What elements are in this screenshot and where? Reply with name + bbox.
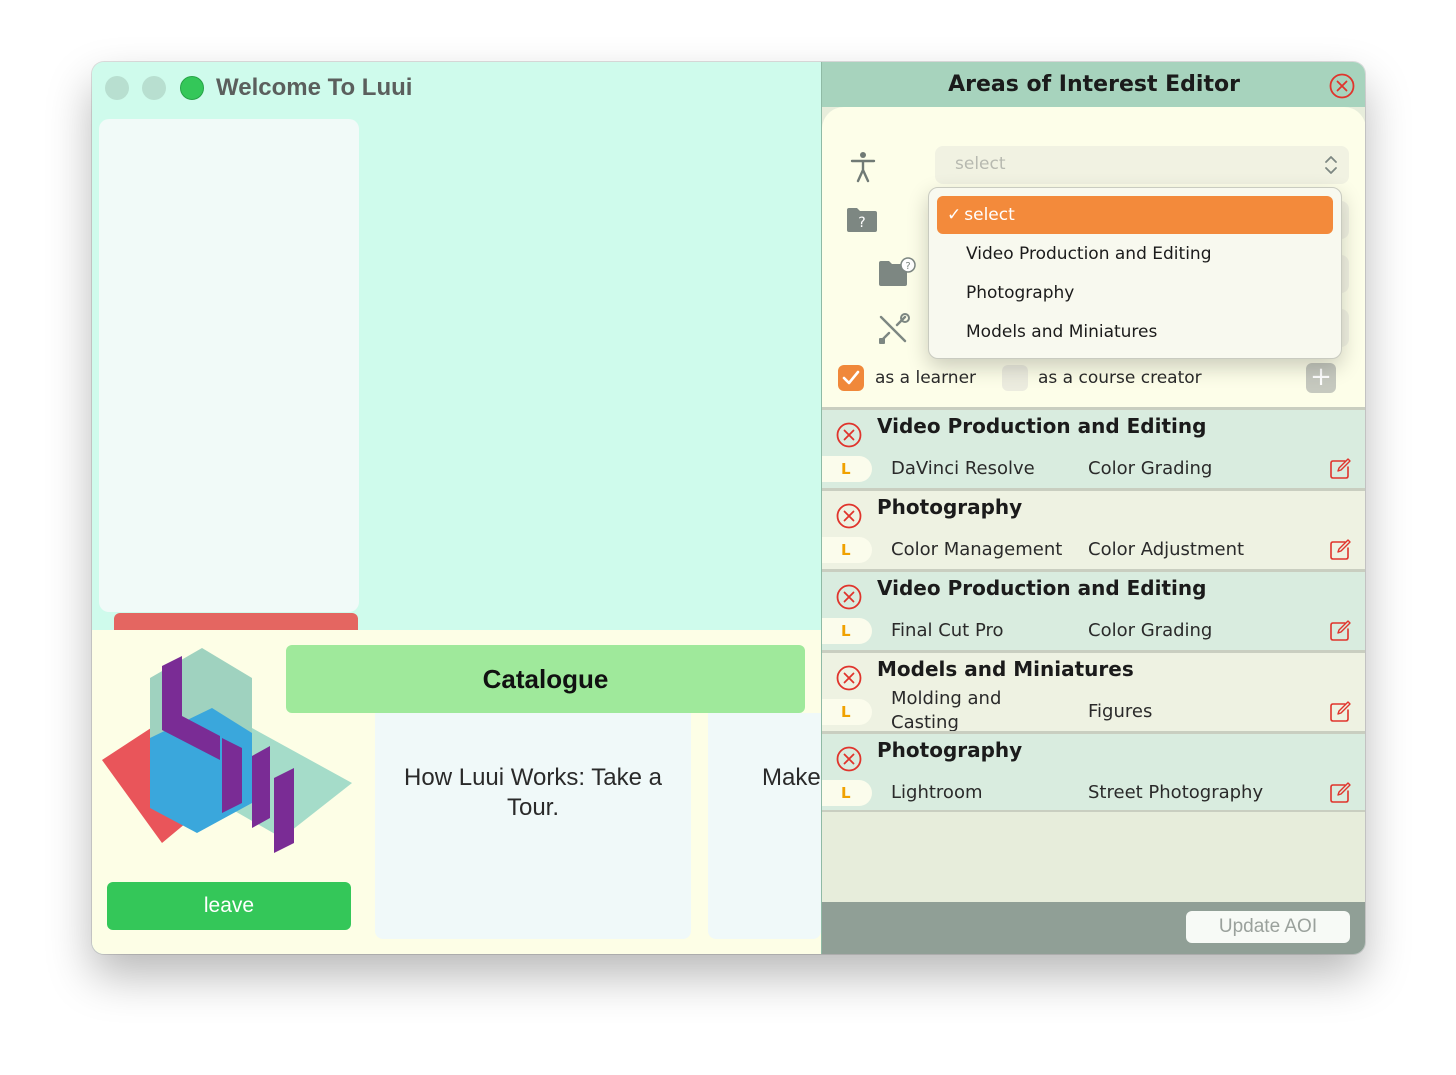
folder-badge-question-icon: ? [879, 257, 916, 286]
aoi-area: Photography [877, 738, 1023, 762]
dropdown-option-photography[interactable]: Photography [966, 283, 1075, 303]
logo-letter-u [222, 738, 242, 813]
aoi-area: Video Production and Editing [877, 414, 1207, 438]
aoi-row: Photography L Lightroom Street Photograp… [822, 731, 1365, 812]
role-badge: L [822, 699, 872, 725]
aoi-form: ? ? select [822, 107, 1365, 407]
aoi-tool: Final Cut Pro [891, 620, 1004, 641]
svg-text:?: ? [858, 215, 865, 231]
window-zoom-button[interactable] [180, 76, 204, 100]
square-pencil-icon[interactable] [1329, 620, 1351, 642]
x-circle-icon[interactable] [836, 665, 862, 691]
side-panel: AOI [99, 119, 359, 663]
close-icon[interactable] [1329, 73, 1355, 99]
checkmark-icon [842, 370, 860, 385]
leave-button[interactable]: leave [107, 882, 351, 930]
x-circle-icon[interactable] [836, 422, 862, 448]
svg-text:?: ? [905, 261, 910, 272]
logo-letter-l [162, 656, 220, 760]
aoi-tool: Molding and Casting [891, 688, 1002, 733]
folder-question-icon: ? [847, 208, 877, 232]
square-pencil-icon[interactable] [1329, 539, 1351, 561]
aoi-area: Video Production and Editing [877, 576, 1207, 600]
area-dropdown-menu: ✓ select Video Production and Editing Ph… [928, 187, 1342, 359]
catalogue-header: Catalogue [286, 645, 805, 713]
window-minimize-button[interactable] [142, 76, 166, 100]
window-title: Welcome To Luui [216, 74, 413, 101]
learner-label: as a learner [875, 368, 977, 388]
aoi-skill: Color Grading [1088, 620, 1213, 641]
aoi-skill: Color Grading [1088, 458, 1213, 479]
x-circle-icon[interactable] [836, 746, 862, 772]
editor-body: ? ? select [822, 107, 1365, 902]
role-badge: L [822, 618, 872, 644]
lower-area: leave Catalogue How Luui Works: Take a T… [92, 630, 821, 954]
aoi-row: Video Production and Editing L DaVinci R… [822, 407, 1365, 488]
editor-title: Areas of Interest Editor [948, 72, 1240, 97]
add-aoi-button[interactable]: + [1306, 363, 1336, 393]
aoi-skill: Color Adjustment [1088, 539, 1245, 560]
aoi-editor-panel: Areas of Interest Editor ? ? [821, 62, 1365, 954]
aoi-skill: Figures [1088, 701, 1153, 722]
area-select-value: select [955, 154, 1006, 174]
course-creator-checkbox[interactable] [1002, 365, 1028, 391]
area-select[interactable]: select [935, 146, 1349, 184]
accessibility-person-icon [850, 152, 876, 183]
wrench-screwdriver-icon [879, 313, 910, 344]
role-badge: L [822, 537, 872, 563]
x-circle-icon[interactable] [836, 503, 862, 529]
square-pencil-icon[interactable] [1329, 458, 1351, 480]
course-card-tour[interactable]: How Luui Works: Take a Tour. [375, 713, 691, 939]
dropdown-option-models[interactable]: Models and Miniatures [966, 322, 1158, 342]
aoi-row: Video Production and Editing L Final Cut… [822, 569, 1365, 650]
dropdown-option-video[interactable]: Video Production and Editing [966, 244, 1212, 264]
aoi-row: Photography L Color Management Color Adj… [822, 488, 1365, 569]
aoi-area: Models and Miniatures [877, 657, 1134, 681]
square-pencil-icon[interactable] [1329, 782, 1351, 804]
learner-checkbox[interactable] [838, 365, 864, 391]
logo-letter-u2 [252, 746, 270, 828]
check-mark-icon: ✓ [947, 205, 962, 225]
app-window: Welcome To Luui AOI leave Catalogue How … [92, 62, 1365, 954]
dropdown-option-select[interactable]: ✓ select [937, 196, 1333, 234]
main-pane: Welcome To Luui AOI leave Catalogue How … [92, 62, 821, 954]
aoi-skill: Street Photography [1088, 782, 1264, 803]
role-badge: L [822, 780, 872, 806]
course-card-make[interactable]: Make [708, 713, 821, 939]
aoi-tool: DaVinci Resolve [891, 458, 1035, 479]
aoi-area: Photography [877, 495, 1023, 519]
course-creator-label: as a course creator [1038, 368, 1202, 388]
aoi-tool: Color Management [891, 539, 1063, 560]
role-badge: L [822, 456, 872, 482]
aoi-list: Video Production and Editing L DaVinci R… [822, 407, 1365, 812]
x-circle-icon[interactable] [836, 584, 862, 610]
aoi-tool: Lightroom [891, 782, 983, 803]
logo-letter-i [274, 768, 294, 853]
window-close-button[interactable] [105, 76, 129, 100]
editor-footer: Update AOI [822, 902, 1365, 954]
update-aoi-button[interactable]: Update AOI [1186, 911, 1350, 943]
chevron-up-down-icon [1325, 156, 1337, 174]
aoi-row: Models and Miniatures L Molding and Cast… [822, 650, 1365, 733]
luui-logo [102, 648, 352, 853]
square-pencil-icon[interactable] [1329, 701, 1351, 723]
